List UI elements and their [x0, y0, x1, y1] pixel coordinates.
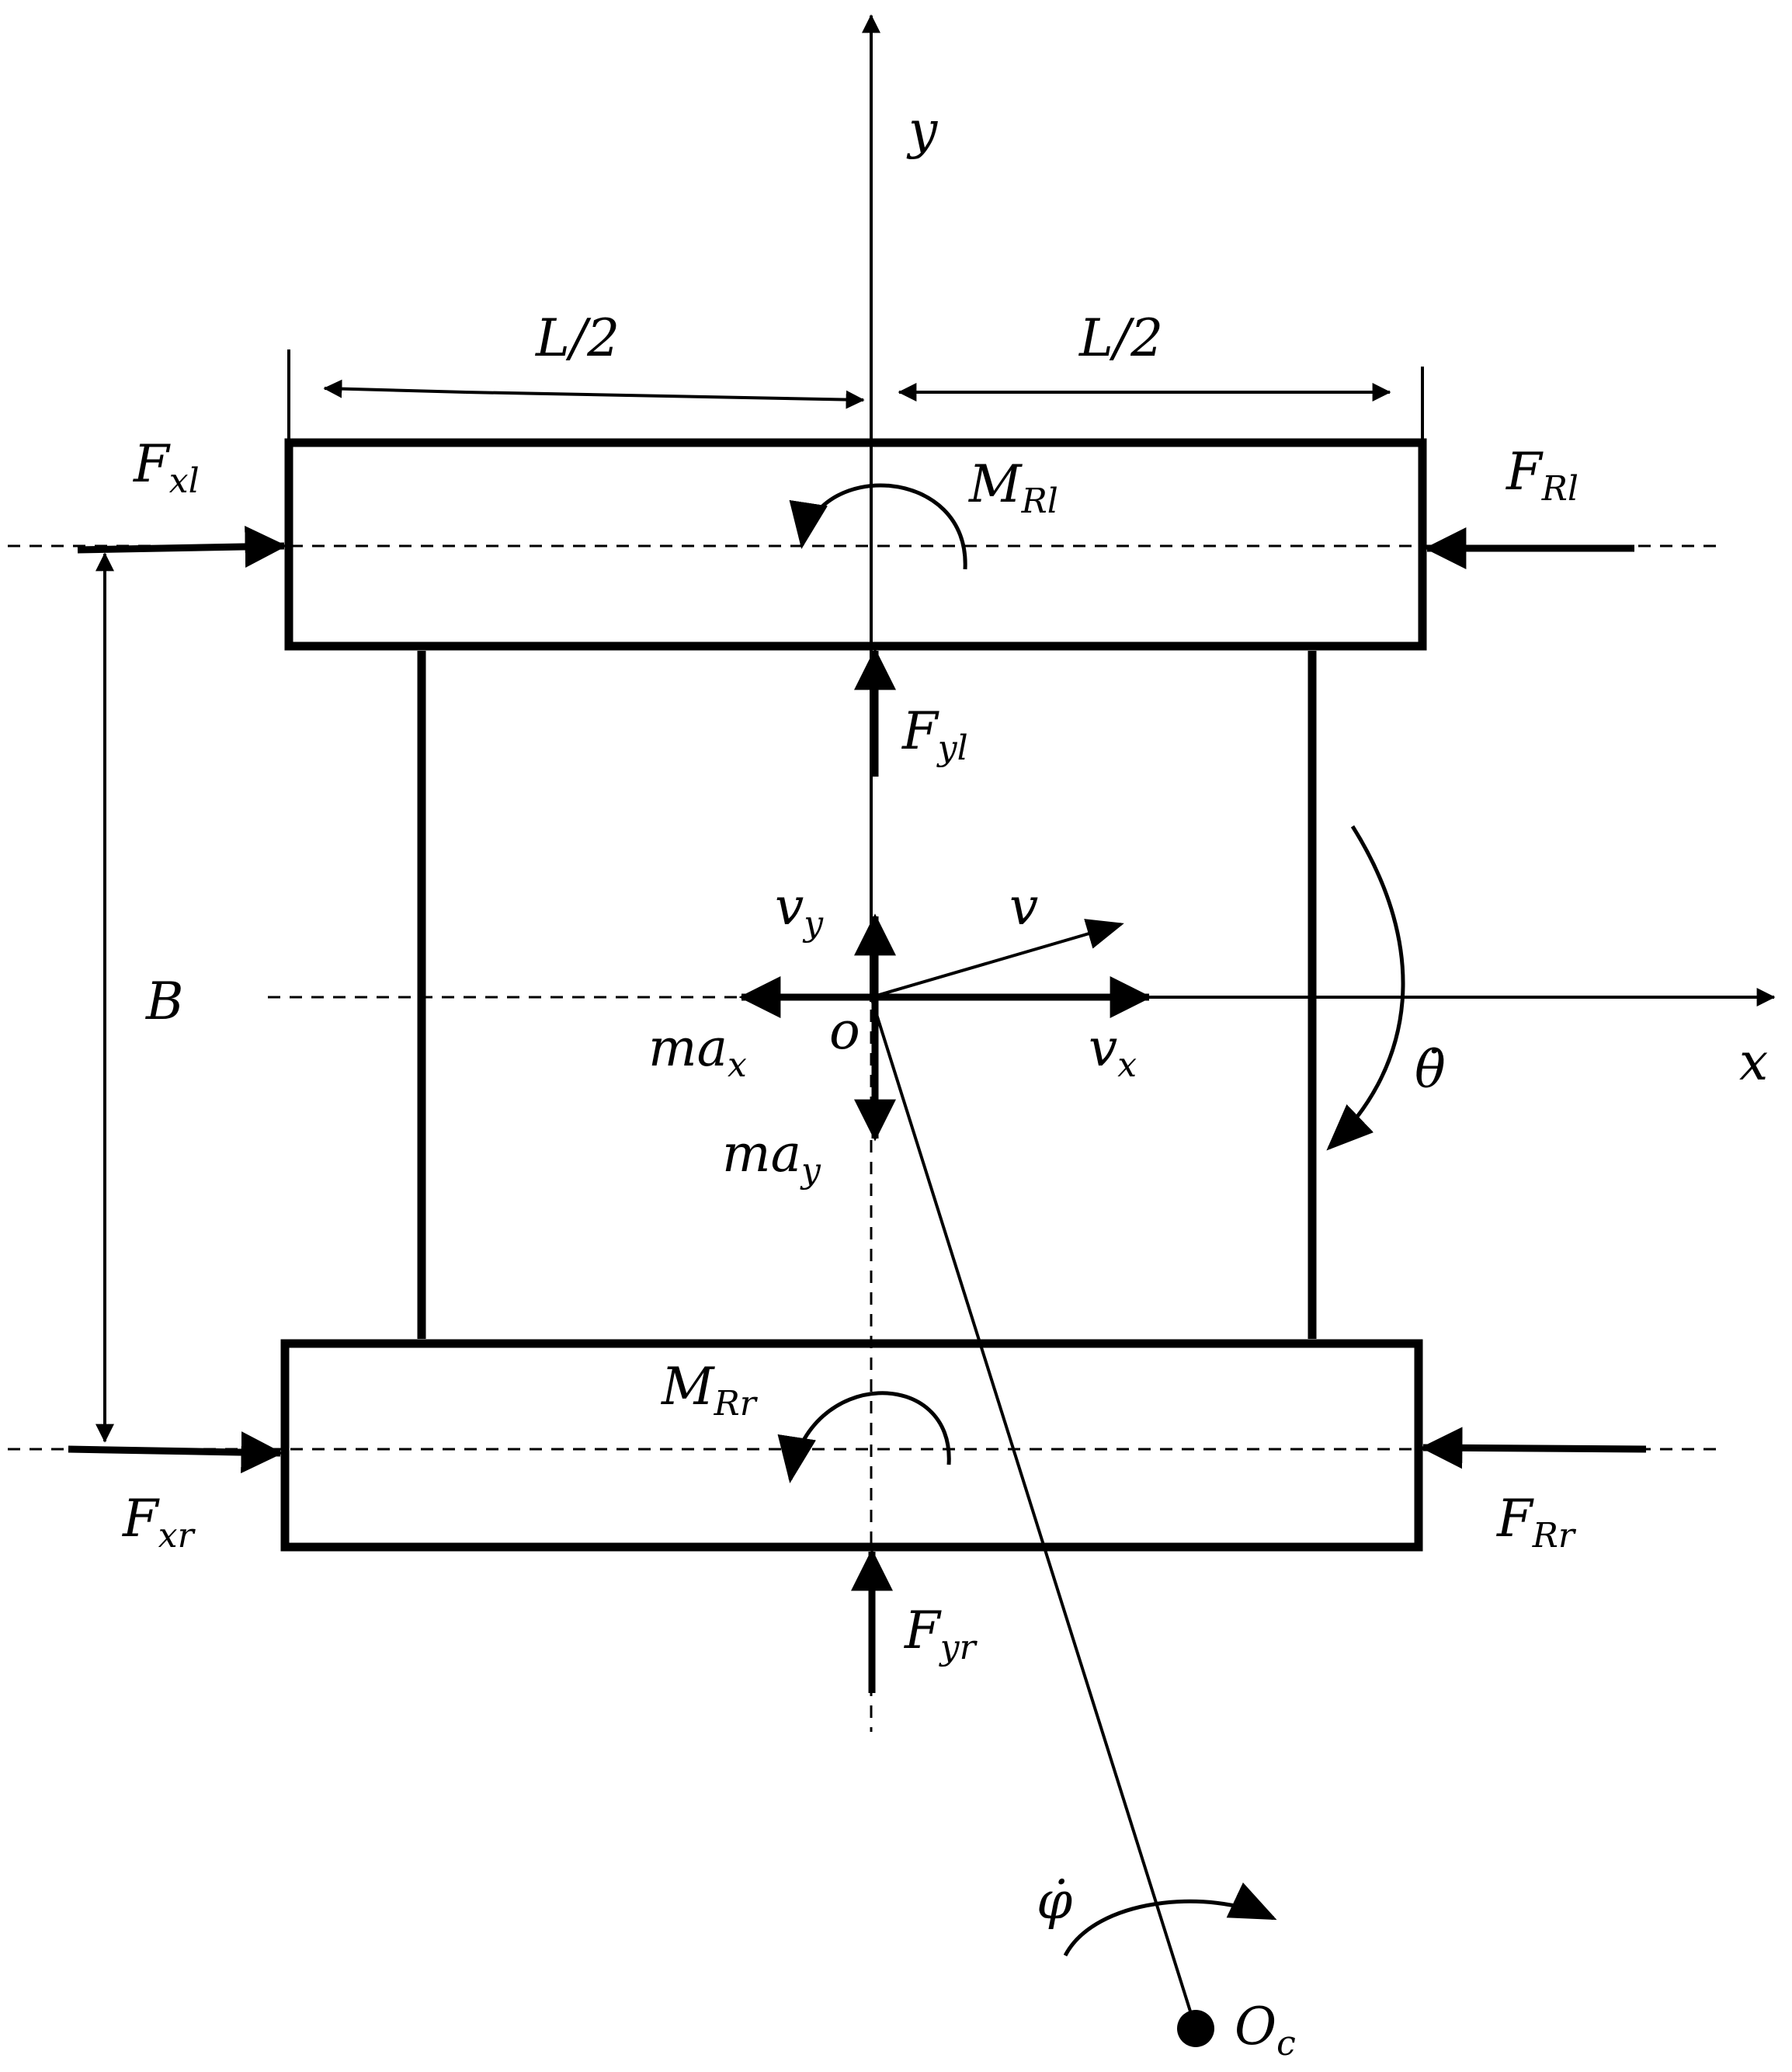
- y-axis-label: y: [906, 100, 938, 160]
- MRr-moment-arrow: [777, 1391, 951, 1483]
- Oc-label: Oc: [1235, 1997, 1296, 2063]
- may-label: may: [722, 1124, 821, 1191]
- upper-track: [284, 438, 1427, 651]
- half-length-left-label: L/2: [535, 308, 620, 368]
- Fxr-label: Fxr: [122, 1489, 196, 1556]
- track-width-label: B: [145, 972, 184, 1031]
- Fyl-label: Fyl: [901, 701, 968, 768]
- vx-label: vx: [1089, 1018, 1137, 1085]
- theta-dot-arrow: [1326, 825, 1405, 1151]
- FRr-arrow: [1420, 1427, 1647, 1469]
- MRl-moment-arrow: [789, 483, 967, 570]
- Fxl-label: Fxl: [133, 434, 200, 501]
- origin-label: o: [829, 1001, 860, 1061]
- phi-dot-arrow: [1063, 1882, 1277, 1957]
- theta-dot-label: θ̇: [1415, 1040, 1446, 1100]
- MRr-label: MRr: [661, 1357, 759, 1424]
- Fxl-arrow: [77, 525, 287, 568]
- half-length-right-label: L/2: [1078, 308, 1163, 368]
- Fxr-arrow: [68, 1431, 283, 1474]
- radius-line: [870, 996, 1197, 2029]
- Fyr-label: Fyr: [904, 1601, 978, 1667]
- dashed-reference-lines: [8, 544, 1716, 1732]
- FRr-label: FRr: [1496, 1489, 1577, 1556]
- dimension-arrow-left-a: [323, 379, 467, 398]
- force-arrows: [68, 525, 1647, 1693]
- lower-track: [280, 1339, 1423, 1552]
- vy-label: vy: [775, 877, 824, 944]
- dimension-arrow-left-b: [465, 390, 865, 409]
- v-arrow: [870, 919, 1124, 999]
- v-label: v: [1009, 877, 1038, 937]
- length-dimension: [287, 349, 1424, 443]
- MRl-label: MRl: [968, 454, 1058, 521]
- FRl-label: FRl: [1505, 442, 1578, 509]
- moment-arrows: [777, 483, 1405, 1957]
- phi-dot-label: φ̇: [1037, 1871, 1072, 1931]
- max-label: max: [648, 1018, 747, 1085]
- turning-center-point: [1177, 2010, 1214, 2047]
- x-axis-label: x: [1739, 1032, 1768, 1092]
